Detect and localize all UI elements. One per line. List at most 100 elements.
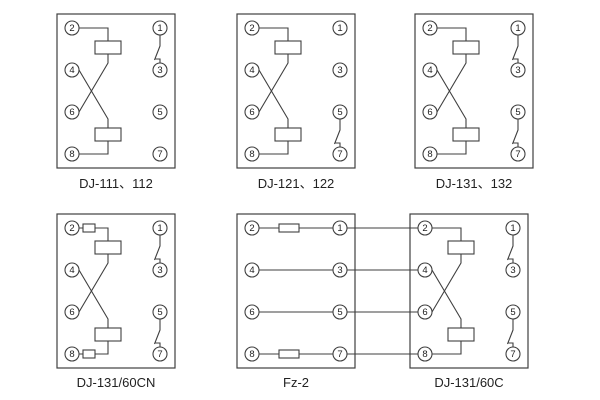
- terminal-circle: [244, 346, 260, 362]
- coil-icon: [447, 240, 475, 255]
- terminal-number: 2: [427, 23, 432, 34]
- diagram-label: DJ-111、112: [79, 176, 153, 191]
- terminal-number: 4: [69, 65, 74, 76]
- resistor-icon: [82, 223, 96, 233]
- coil-wiring: [436, 27, 467, 155]
- terminal-circle: [505, 220, 521, 236]
- coil-icon: [94, 240, 122, 255]
- relay-outline: [414, 13, 534, 169]
- terminal-number: 5: [337, 107, 342, 118]
- resistor-icon: [278, 223, 300, 233]
- relay-outline: [409, 213, 529, 369]
- terminal-circle: [332, 62, 348, 78]
- terminal-circle: [64, 262, 80, 278]
- terminal-number: 1: [157, 223, 162, 234]
- terminal-circle: [417, 346, 433, 362]
- terminal-number: 1: [157, 23, 162, 34]
- relay-outline: [56, 213, 176, 369]
- terminal-circle: [510, 104, 526, 120]
- terminal-number: 5: [337, 307, 342, 318]
- terminal-circle: [244, 20, 260, 36]
- terminal-number: 5: [515, 107, 520, 118]
- diagram-label: DJ-131、132: [436, 176, 513, 191]
- contact-icon: [333, 119, 341, 147]
- contact-icon: [511, 35, 519, 63]
- terminal-number: 1: [337, 223, 342, 234]
- terminal-number: 1: [515, 23, 520, 34]
- resistor-icon: [82, 349, 96, 359]
- terminal-number: 8: [69, 349, 74, 360]
- terminal-number: 4: [69, 265, 74, 276]
- terminal-circle: [422, 20, 438, 36]
- diagram-dj-131-60cn: 2 4 6 8 1 3 5 7: [56, 213, 176, 369]
- coil-wiring: [78, 227, 109, 355]
- diagram-label: Fz-2: [283, 375, 309, 390]
- terminal-circle: [152, 104, 168, 120]
- coil-icon: [94, 127, 122, 142]
- terminal-number: 3: [510, 265, 515, 276]
- relay-outline: [236, 213, 356, 369]
- diagram-label: DJ-131/60C: [434, 375, 503, 390]
- diagram-dj-121-122: 2 4 6 8 1 3 5 7: [236, 13, 356, 169]
- terminal-number: 7: [515, 149, 520, 160]
- terminal-number: 4: [427, 65, 432, 76]
- terminal-number: 3: [515, 65, 520, 76]
- terminal-number: 2: [249, 223, 254, 234]
- terminal-number: 3: [157, 265, 162, 276]
- terminal-circle: [422, 146, 438, 162]
- terminal-circle: [505, 304, 521, 320]
- terminal-circle: [332, 104, 348, 120]
- contact-icon: [153, 235, 161, 263]
- terminal-circle: [152, 146, 168, 162]
- terminal-number: 6: [249, 107, 254, 118]
- terminal-number: 8: [249, 149, 254, 160]
- terminal-number: 4: [249, 265, 254, 276]
- diagram-label: DJ-121、122: [258, 176, 335, 191]
- relay-outline: [56, 13, 176, 169]
- coil-wiring: [258, 27, 289, 155]
- coil-icon: [447, 327, 475, 342]
- contact-icon: [153, 35, 161, 63]
- terminal-circle: [417, 220, 433, 236]
- terminal-circle: [152, 262, 168, 278]
- terminal-number: 4: [249, 65, 254, 76]
- terminal-number: 8: [249, 349, 254, 360]
- contact-icon: [153, 319, 161, 347]
- terminal-circle: [417, 304, 433, 320]
- terminal-circle: [244, 146, 260, 162]
- terminal-circle: [244, 104, 260, 120]
- terminal-circle: [152, 304, 168, 320]
- terminal-number: 2: [422, 223, 427, 234]
- terminal-number: 7: [157, 349, 162, 360]
- terminal-number: 2: [249, 23, 254, 34]
- interconnect-wires: [347, 227, 418, 355]
- terminal-circle: [64, 146, 80, 162]
- terminal-circle: [422, 104, 438, 120]
- terminal-circle: [510, 20, 526, 36]
- terminal-circle: [505, 346, 521, 362]
- terminal-circle: [244, 220, 260, 236]
- relay-outline: [236, 13, 356, 169]
- coil-icon: [94, 40, 122, 55]
- diagram-fz-2: 2 4 6 8 1 3 5 7: [236, 213, 356, 369]
- terminal-number: 2: [69, 23, 74, 34]
- coil-icon: [274, 127, 302, 142]
- terminal-number: 3: [157, 65, 162, 76]
- terminal-circle: [422, 62, 438, 78]
- passthrough-wiring: [259, 227, 333, 355]
- terminal-circle: [505, 262, 521, 278]
- terminal-circle: [152, 346, 168, 362]
- contact-icon: [506, 235, 514, 263]
- diagram-label: DJ-131/60CN: [77, 375, 156, 390]
- terminal-number: 5: [510, 307, 515, 318]
- terminal-number: 3: [337, 265, 342, 276]
- terminal-number: 3: [337, 65, 342, 76]
- resistor-icon: [278, 349, 300, 359]
- terminal-circle: [417, 262, 433, 278]
- terminal-circle: [510, 146, 526, 162]
- terminal-circle: [152, 220, 168, 236]
- terminal-number: 4: [422, 265, 427, 276]
- terminal-number: 7: [157, 149, 162, 160]
